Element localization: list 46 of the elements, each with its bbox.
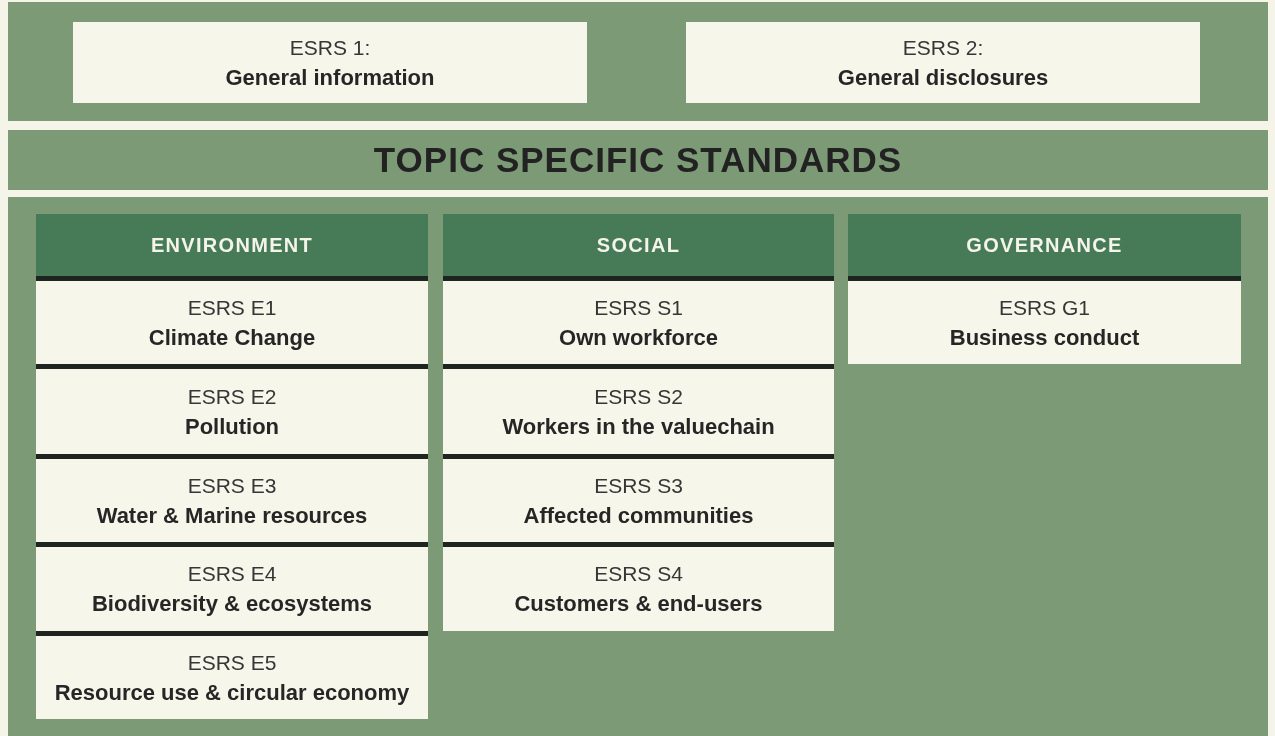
standard-card (443, 364, 834, 454)
standard-code: ESRS E5 (187, 649, 277, 676)
category-header (848, 214, 1241, 276)
standard-card (443, 454, 834, 542)
standard-code: ESRS 2: (902, 34, 984, 61)
category-title: GOVERNANCE (966, 233, 1123, 257)
standard-title: Climate Change (148, 323, 316, 352)
category-header (443, 214, 834, 276)
banner-title: TOPIC SPECIFIC STANDARDS (373, 140, 903, 180)
standard-card (443, 542, 834, 631)
standard-code: ESRS S3 (594, 472, 683, 499)
standard-code: ESRS G1 (998, 294, 1090, 321)
standard-title: Customers & end-users (514, 590, 763, 618)
standard-code: ESRS S4 (594, 561, 683, 587)
standard-code: ESRS E1 (187, 294, 277, 321)
standard-title: General information (225, 63, 435, 92)
standard-card (36, 631, 428, 719)
standard-code: ESRS E4 (187, 561, 277, 587)
standard-card (36, 364, 428, 454)
standard-card (73, 22, 587, 103)
category-title: ENVIRONMENT (150, 233, 314, 257)
standard-code: ESRS 1: (289, 34, 371, 61)
standard-card (686, 22, 1200, 103)
standard-card (848, 276, 1241, 364)
panel (8, 2, 1268, 121)
standard-code: ESRS E3 (187, 472, 277, 499)
standard-title: Water & Marine resources (96, 501, 368, 530)
panel (8, 197, 1268, 736)
standard-title: Workers in the valuechain (502, 412, 775, 441)
standard-card (36, 454, 428, 542)
standard-title: Own workforce (559, 323, 718, 352)
category-header (36, 214, 428, 276)
standard-title: Biodiversity & ecosystems (92, 590, 372, 618)
standard-title: Business conduct (949, 323, 1140, 352)
standard-title: Pollution (184, 412, 280, 441)
standard-card (36, 276, 428, 364)
standard-title: General disclosures (837, 63, 1049, 92)
standard-title: Resource use & circular economy (54, 678, 410, 707)
category-title: SOCIAL (596, 233, 681, 257)
standard-code: ESRS S2 (594, 383, 683, 410)
standard-code: ESRS E2 (187, 383, 277, 410)
standard-title: Affected communities (523, 501, 754, 530)
standard-card (443, 276, 834, 364)
standard-code: ESRS S1 (594, 294, 683, 321)
standard-card (36, 542, 428, 631)
section-banner (8, 130, 1268, 190)
